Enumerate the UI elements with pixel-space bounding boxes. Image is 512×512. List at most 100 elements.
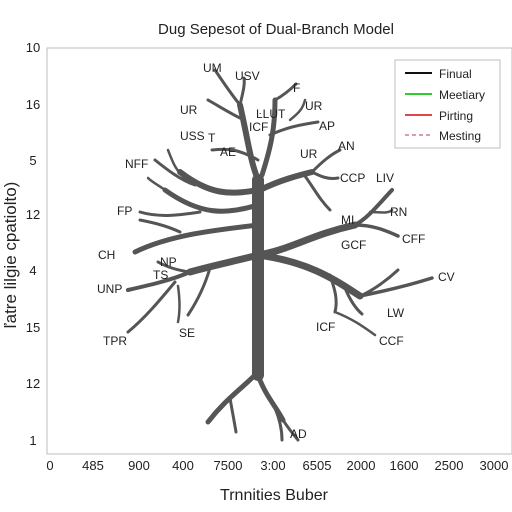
tree-branch: [254, 251, 364, 300]
tree-root: [281, 418, 300, 442]
y-tick-label: 4: [29, 263, 36, 278]
tree-node-label: ICF: [316, 320, 335, 334]
legend-label: Mesting: [439, 129, 481, 143]
tree-branch: [310, 148, 342, 174]
tree-node-label: USS: [180, 129, 205, 143]
y-tick-label: 15: [26, 320, 40, 335]
y-axis-ticks: 10 16 5 12 4 15 12 1: [26, 40, 40, 448]
plot-frame: [46, 47, 512, 455]
tree-branch: [343, 286, 364, 316]
y-tick-label: 5: [29, 153, 36, 168]
legend: Finual Meetiary Pirting Mesting: [394, 59, 501, 149]
tree-root: [228, 396, 238, 434]
tree-branch: [206, 98, 242, 120]
tree-branch: [358, 268, 400, 298]
tree-node-label: F: [293, 81, 300, 95]
tree-node-label: TPR: [103, 334, 127, 348]
tree-branch: [162, 187, 261, 214]
tree-branch: [186, 251, 262, 276]
tree-node-label: UNP: [97, 282, 122, 296]
tree-branch: [368, 208, 394, 214]
tree-branch: [303, 174, 332, 212]
tree-node-label: ICF: [249, 120, 268, 134]
x-tick-label: 2500: [435, 458, 464, 473]
legend-box: [394, 59, 501, 149]
tree-node-label: AD: [290, 427, 307, 441]
tree-branch: [176, 284, 181, 324]
tree-node-label: AP: [319, 119, 335, 133]
tree-node-label: ĿLUT: [256, 107, 286, 121]
x-tick-label: 6505: [303, 458, 332, 473]
legend-label: Meetiary: [439, 88, 485, 102]
tree-node-label: RN: [390, 205, 407, 219]
y-tick-label: 12: [26, 207, 40, 222]
x-tick-label: 2000: [347, 458, 376, 473]
tree-node-label: LIV: [376, 171, 394, 185]
tree-node-label: SE: [179, 326, 195, 340]
tree-branch: [333, 310, 377, 337]
x-axis-label: Trnnities Buber: [220, 487, 329, 504]
x-tick-label: 7500: [214, 458, 243, 473]
tree-branch: [353, 188, 394, 227]
tree-branch: [328, 273, 338, 314]
branching-tree: [126, 68, 434, 442]
tree-branch: [310, 170, 340, 180]
tree-branch: [132, 222, 261, 255]
tree-node-label: NP: [160, 255, 177, 269]
tree-labels: UM USV F UR ĿLUT UR ICF AP USS T AE AN U…: [97, 61, 455, 441]
tree-branch: [210, 147, 260, 162]
x-tick-label: 900: [128, 458, 150, 473]
tree-node-label: LW: [387, 306, 405, 320]
legend-label: Finual: [439, 67, 472, 81]
tree-node-label: UR: [300, 147, 318, 161]
x-axis-ticks: 0 485 900 400 7500 3:00 6505 2000 1600 2…: [46, 458, 508, 473]
tree-node-label: FP: [117, 204, 132, 218]
tree-branch: [353, 223, 400, 238]
tree-branch: [126, 280, 177, 334]
tree-node-label: GCF: [341, 238, 366, 252]
tree-branch: [166, 148, 187, 180]
y-tick-label: 1: [29, 433, 36, 448]
tree-branch: [259, 97, 278, 178]
tree-branch: [138, 210, 202, 217]
legend-label: Pirting: [439, 109, 473, 123]
tree-branch: [268, 120, 320, 137]
tree-branch: [237, 102, 261, 183]
tree-node-label: UM: [203, 61, 222, 75]
tree-branch: [288, 98, 307, 122]
tree-node-label: CCP: [340, 171, 365, 185]
y-tick-label: 10: [26, 40, 40, 55]
tree-branch: [177, 169, 261, 196]
x-tick-label: 3000: [480, 458, 509, 473]
y-tick-label: 12: [26, 376, 40, 391]
tree-node-label: CCF: [379, 334, 404, 348]
x-tick-label: 3:00: [260, 458, 285, 473]
tree-node-label: UR: [180, 103, 198, 117]
y-axis-label: ľatre lilgie cpatiolto): [1, 182, 20, 329]
tree-node-label: UR: [305, 99, 323, 113]
tree-node-label: TS: [153, 268, 168, 282]
tree-node-label: AE: [220, 145, 236, 159]
tree-branch: [126, 270, 192, 292]
tree-node-label: T: [208, 131, 216, 145]
y-tick-label: 16: [26, 97, 40, 112]
tree-node-label: NFF: [125, 157, 148, 171]
tree-node-label: CFF: [402, 232, 425, 246]
x-tick-label: 485: [82, 458, 104, 473]
figure-title: Dug Sepesot of Dual-Branch Model: [158, 21, 394, 38]
tree-branch: [257, 169, 315, 193]
x-tick-label: 0: [46, 458, 53, 473]
tree-node-label: USV: [235, 69, 260, 83]
tree-node-label: CH: [98, 248, 115, 262]
tree-root: [273, 406, 284, 442]
tree-root: [255, 372, 286, 423]
tree-node-label: AN: [338, 139, 355, 153]
x-tick-label: 1600: [390, 458, 419, 473]
tree-branch: [213, 68, 242, 107]
x-tick-label: 400: [172, 458, 194, 473]
tree-branch: [138, 218, 182, 234]
tree-branch: [238, 76, 246, 107]
tree-root: [205, 372, 258, 425]
tree-node-label: MI: [341, 213, 354, 227]
